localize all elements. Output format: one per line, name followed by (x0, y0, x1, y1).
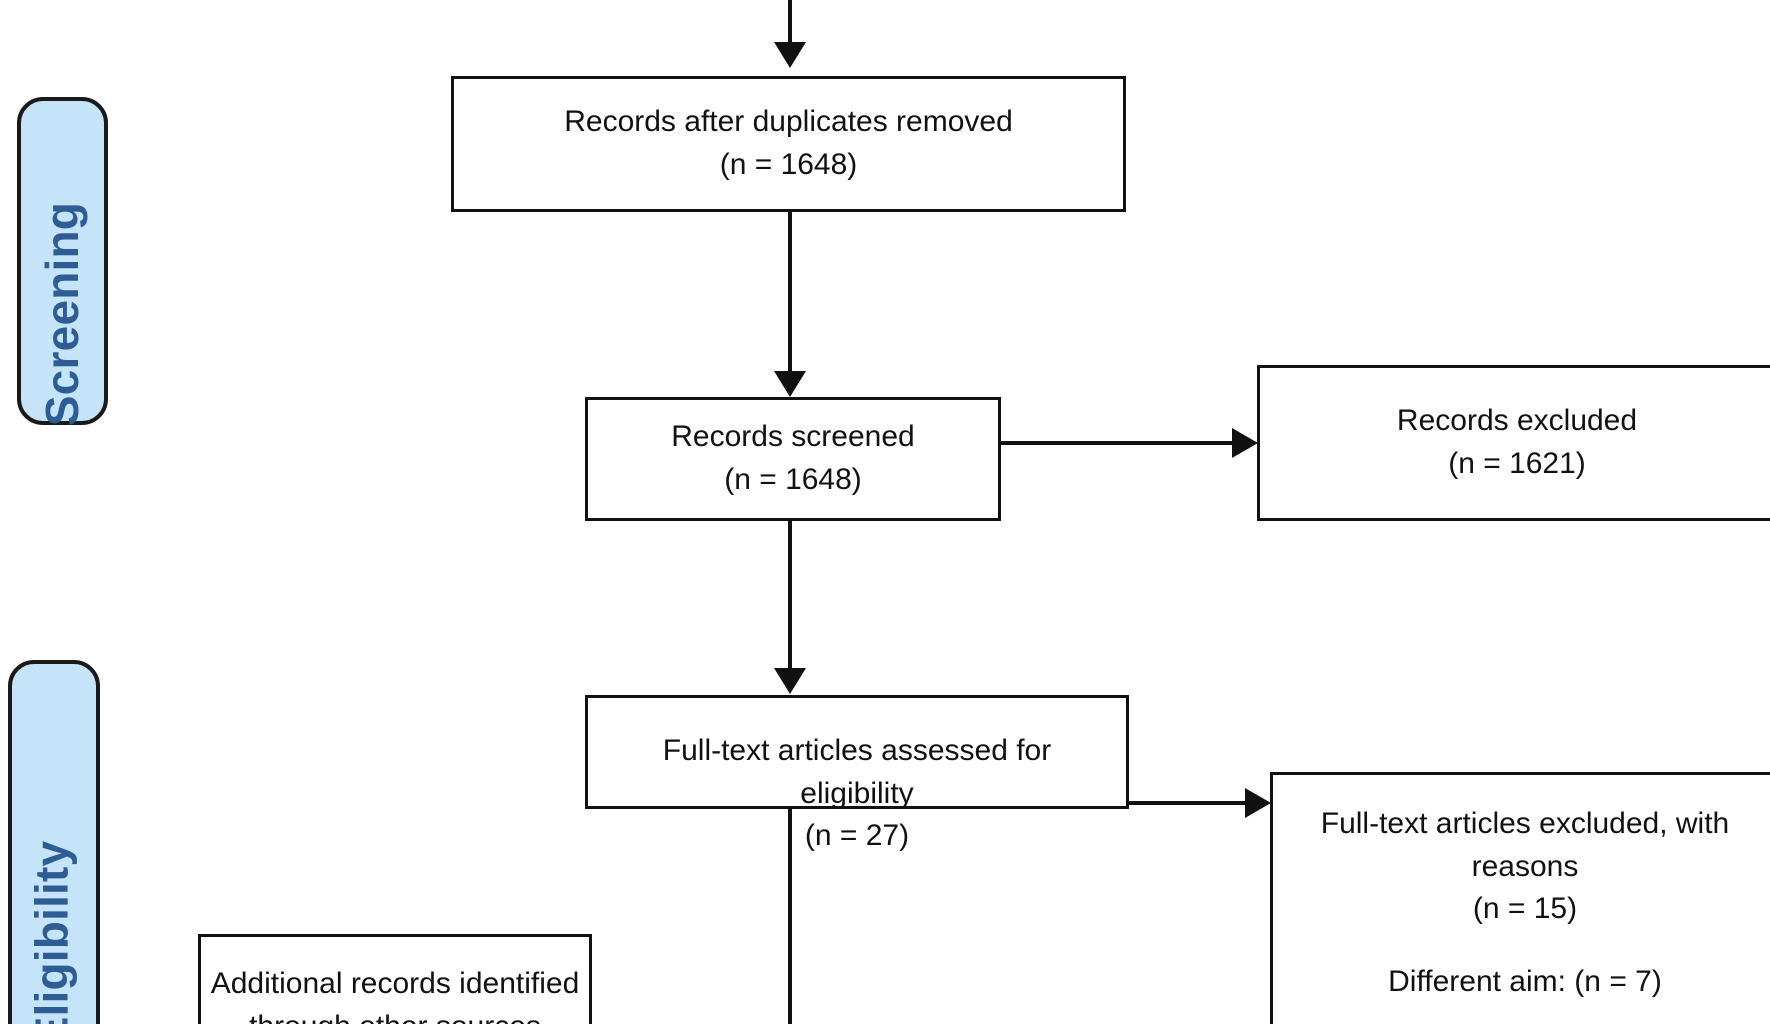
box-dedup-line-2: (n = 1648) (719, 148, 858, 181)
connector-dedup-to-screened-arrowhead (774, 371, 806, 397)
box-fulltext-articles-assessed: Full-text articles assessed for eligibil… (585, 695, 1129, 852)
box-fulltext-articles-excluded-with-reasons: Full-text articles excluded, with reason… (1270, 772, 1770, 1024)
stage-label-eligibility-text: Eligibility (25, 840, 78, 1024)
box-fulltext-excluded-reason-1: Different aim: (n = 7) (1388, 964, 1662, 998)
stage-label-screening-text: Screening (36, 201, 89, 426)
connector-screened-to-fulltext-line (788, 520, 792, 670)
stage-label-eligibility: Eligibility (8, 660, 100, 1024)
box-fulltext-line-1: Full-text articles assessed for (662, 734, 1052, 767)
box-additional-line-1: Additional records identified (210, 967, 580, 1000)
box-records-excluded-line-1: Records excluded (1396, 404, 1638, 438)
box-records-after-duplicates-removed: Records after duplicates removed (n = 16… (451, 76, 1126, 212)
box-fulltext-excluded-line-2: reasons (1471, 849, 1579, 883)
connector-into-dedup-line (788, 0, 792, 44)
connector-into-dedup-arrowhead (774, 42, 806, 68)
connector-screened-to-records-excluded-line (1000, 441, 1234, 445)
box-records-excluded: Records excluded (n = 1621) (1257, 365, 1770, 521)
box-dedup-line-1: Records after duplicates removed (564, 105, 1013, 139)
box-fulltext-excluded-line-1: Full-text articles excluded, with (1320, 807, 1730, 840)
box-additional-line-2: through other sources (249, 1006, 541, 1024)
connector-fulltext-to-excluded-line (1127, 801, 1247, 805)
box-records-excluded-line-2: (n = 1621) (1448, 447, 1586, 480)
box-records-screened: Records screened (n = 1648) (585, 397, 1001, 521)
connector-screened-to-records-excluded-arrowhead (1232, 428, 1258, 458)
stage-label-screening: Screening (17, 97, 108, 426)
box-fulltext-excluded-line-3: (n = 15) (1472, 892, 1578, 926)
connector-fulltext-to-excluded-arrowhead (1245, 788, 1271, 818)
box-additional-records-identified: Additional records identified through ot… (198, 934, 592, 1024)
box-fulltext-line-2: eligibility (800, 776, 914, 810)
box-fulltext-line-3: (n = 27) (804, 819, 910, 853)
connector-screened-to-fulltext-arrowhead (774, 668, 806, 694)
connector-fulltext-downward-line (788, 808, 792, 1024)
box-screened-line-1: Records screened (671, 420, 915, 454)
box-screened-line-2: (n = 1648) (724, 463, 862, 496)
connector-dedup-to-screened-line (788, 211, 792, 373)
